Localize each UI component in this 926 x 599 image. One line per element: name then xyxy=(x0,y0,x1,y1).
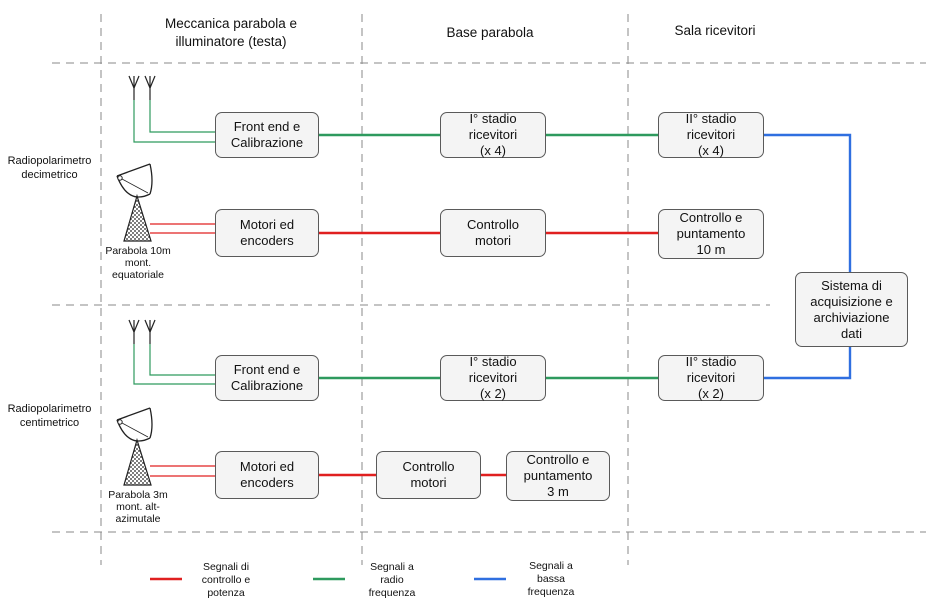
motor-control-box: Controllo motori xyxy=(376,451,481,499)
second-stage-receivers-box: II° stadio ricevitori (x 2) xyxy=(658,354,764,401)
dish-icon xyxy=(116,407,153,486)
second-stage-receivers-box: II° stadio ricevitori (x 4) xyxy=(658,111,764,158)
control-lines xyxy=(150,223,658,477)
first-stage-receivers-box: I° stadio ricevitori (x 2) xyxy=(440,354,546,401)
dish-caption-10m: Parabola 10m mont. equatoriale xyxy=(105,245,171,281)
antenna-icon xyxy=(128,319,156,344)
rf-lines xyxy=(133,100,658,385)
frontend-calibration-box: Front end e Calibrazione xyxy=(215,112,319,158)
acquisition-archiving-box: Sistema di acquisizione e archiviazione … xyxy=(795,272,908,347)
legend-label-control-power: Segnali di controllo e potenza xyxy=(201,561,251,599)
grid-lines xyxy=(52,14,926,565)
motors-encoders-box: Motori ed encoders xyxy=(215,451,319,499)
motor-control-box: Controllo motori xyxy=(440,209,546,257)
lf-lines xyxy=(764,133,852,380)
motors-encoders-box: Motori ed encoders xyxy=(215,209,319,257)
column-title-dish-mechanics: Meccanica parabola e illuminatore (testa… xyxy=(164,16,298,49)
pointing-control-box: Controllo e puntamento 3 m xyxy=(506,451,610,501)
legend-label-radio-frequency: Segnali a radio frequenza xyxy=(368,561,416,599)
first-stage-receivers-box: I° stadio ricevitori (x 4) xyxy=(440,111,546,158)
row-label-decimetric: Radiopolarimetro decimetrico xyxy=(7,155,92,181)
column-title-dish-base: Base parabola xyxy=(446,25,534,40)
legend-label-low-frequency: Segnali a bassa frequenza xyxy=(527,560,575,598)
pointing-control-box: Controllo e puntamento 10 m xyxy=(658,209,764,259)
frontend-calibration-box: Front end e Calibrazione xyxy=(215,355,319,401)
antenna-icon xyxy=(128,75,156,100)
dish-caption-3m: Parabola 3m mont. alt- azimutale xyxy=(108,489,168,525)
dish-icon xyxy=(116,163,153,242)
row-label-centimetric: Radiopolarimetro centimetrico xyxy=(7,403,92,429)
column-title-receiver-room: Sala ricevitori xyxy=(674,23,756,38)
